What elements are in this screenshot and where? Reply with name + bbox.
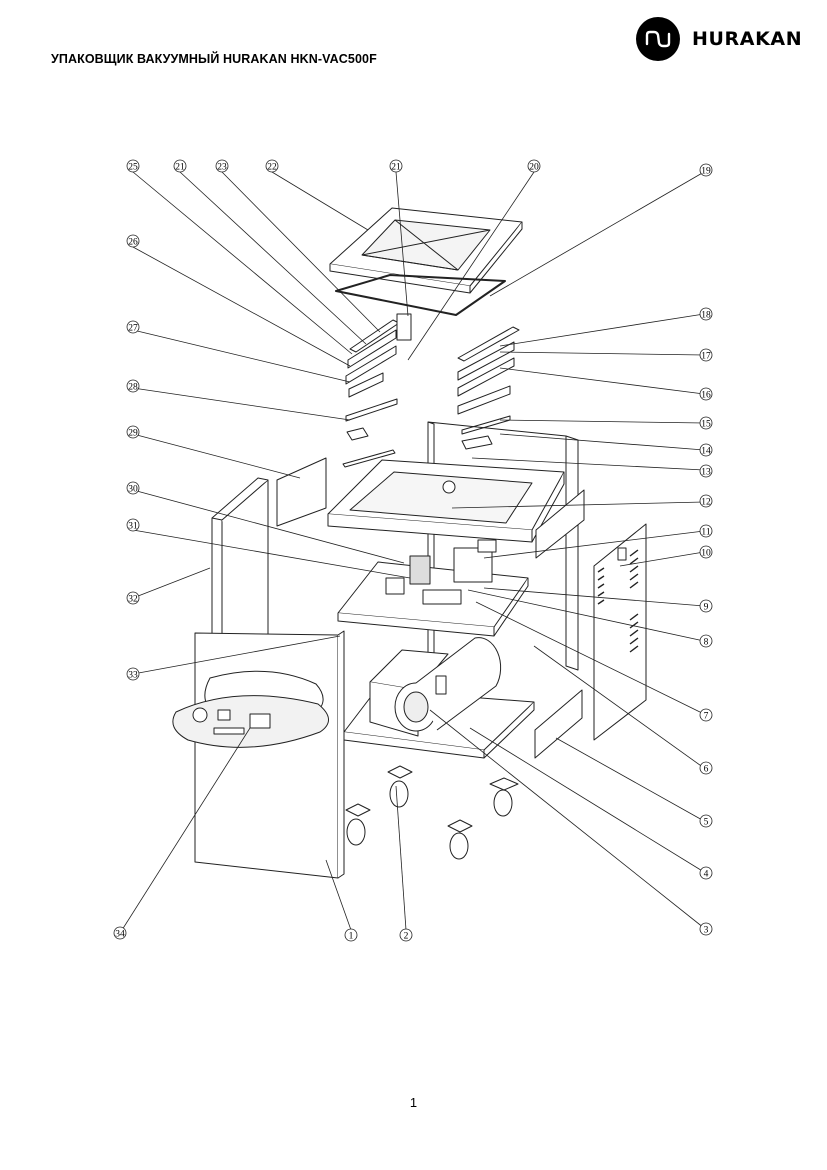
- svg-text:31: 31: [128, 522, 138, 532]
- callout-32: 32: [126, 591, 140, 605]
- svg-text:19: 19: [701, 167, 711, 177]
- svg-text:4: 4: [704, 870, 709, 880]
- svg-text:9: 9: [704, 603, 709, 613]
- document-title: УПАКОВЩИК ВАКУУМНЫЙ HURAKAN HKN-VAC500F: [51, 52, 377, 66]
- svg-text:5: 5: [704, 818, 709, 828]
- callout-12: 12: [699, 494, 713, 508]
- callout-17: 17: [699, 348, 713, 362]
- vacuum-lid: [329, 207, 523, 294]
- callouts: 25 21 23 22 21 20 19 26 27 28 29 30 31 3…: [113, 159, 713, 942]
- hurakan-logo-icon: [636, 17, 680, 61]
- callout-20: 20: [527, 159, 541, 173]
- svg-text:34: 34: [115, 930, 125, 940]
- svg-text:20: 20: [529, 163, 539, 173]
- callout-27: 27: [126, 320, 140, 334]
- callout-30: 30: [126, 481, 140, 495]
- callout-10: 10: [699, 545, 713, 559]
- leader-lines: [121, 171, 705, 931]
- casters: [345, 765, 519, 860]
- callout-9: 9: [699, 599, 713, 613]
- side-panel-right-lower: [534, 689, 583, 759]
- callout-21: 21: [389, 159, 403, 173]
- callout-11: 11: [699, 524, 713, 538]
- svg-text:8: 8: [704, 638, 709, 648]
- callout-3: 3: [699, 922, 713, 936]
- svg-text:25: 25: [128, 163, 138, 173]
- svg-text:21: 21: [175, 163, 185, 173]
- callout-21-left: 21: [173, 159, 187, 173]
- svg-text:16: 16: [701, 391, 711, 401]
- svg-text:18: 18: [701, 311, 711, 321]
- callout-2: 2: [399, 928, 413, 942]
- callout-15: 15: [699, 416, 713, 430]
- svg-text:2: 2: [404, 932, 409, 942]
- callout-5: 5: [699, 814, 713, 828]
- callout-1: 1: [344, 928, 358, 942]
- callout-7: 7: [699, 708, 713, 722]
- lid-gasket: [335, 274, 506, 316]
- callout-22: 22: [265, 159, 279, 173]
- svg-text:30: 30: [128, 485, 138, 495]
- svg-text:3: 3: [704, 926, 709, 936]
- callout-4: 4: [699, 866, 713, 880]
- svg-text:22: 22: [267, 163, 277, 173]
- svg-text:17: 17: [701, 352, 711, 362]
- svg-text:6: 6: [704, 765, 709, 775]
- callout-6: 6: [699, 761, 713, 775]
- svg-text:10: 10: [701, 549, 711, 559]
- callout-14: 14: [699, 443, 713, 457]
- callout-25: 25: [126, 159, 140, 173]
- side-panel-right-upper: [535, 489, 585, 559]
- svg-text:23: 23: [217, 163, 227, 173]
- perforated-side-panel: [593, 523, 647, 741]
- callout-34: 34: [113, 926, 127, 940]
- svg-text:1: 1: [349, 932, 354, 942]
- svg-text:15: 15: [701, 420, 711, 430]
- callout-16: 16: [699, 387, 713, 401]
- svg-text:27: 27: [128, 324, 138, 334]
- electronics-board: [337, 539, 529, 637]
- svg-text:29: 29: [128, 429, 138, 439]
- callout-8: 8: [699, 634, 713, 648]
- svg-text:32: 32: [128, 595, 138, 605]
- callout-19: 19: [699, 163, 713, 177]
- callout-31: 31: [126, 518, 140, 532]
- base-and-pump: [343, 637, 535, 759]
- left-sealing-bars: [342, 313, 412, 468]
- svg-text:33: 33: [128, 671, 138, 681]
- svg-text:12: 12: [701, 498, 711, 508]
- callout-28: 28: [126, 379, 140, 393]
- callout-29: 29: [126, 425, 140, 439]
- brand-logo: HURAKAN: [636, 17, 802, 61]
- right-sealing-bars: [457, 326, 520, 450]
- svg-text:7: 7: [704, 712, 709, 722]
- brand-name: HURAKAN: [692, 28, 803, 50]
- side-panel-left: [276, 457, 327, 527]
- svg-text:11: 11: [701, 528, 710, 538]
- front-door: [172, 630, 345, 879]
- callout-26: 26: [126, 234, 140, 248]
- page-number: 1: [409, 1095, 418, 1110]
- svg-text:26: 26: [128, 238, 138, 248]
- callout-33: 33: [126, 667, 140, 681]
- svg-text:28: 28: [128, 383, 138, 393]
- svg-text:21: 21: [391, 163, 401, 173]
- callout-18: 18: [699, 307, 713, 321]
- svg-text:14: 14: [701, 447, 711, 457]
- vacuum-chamber: [327, 459, 565, 543]
- svg-text:13: 13: [701, 468, 711, 478]
- callout-13: 13: [699, 464, 713, 478]
- callout-23: 23: [215, 159, 229, 173]
